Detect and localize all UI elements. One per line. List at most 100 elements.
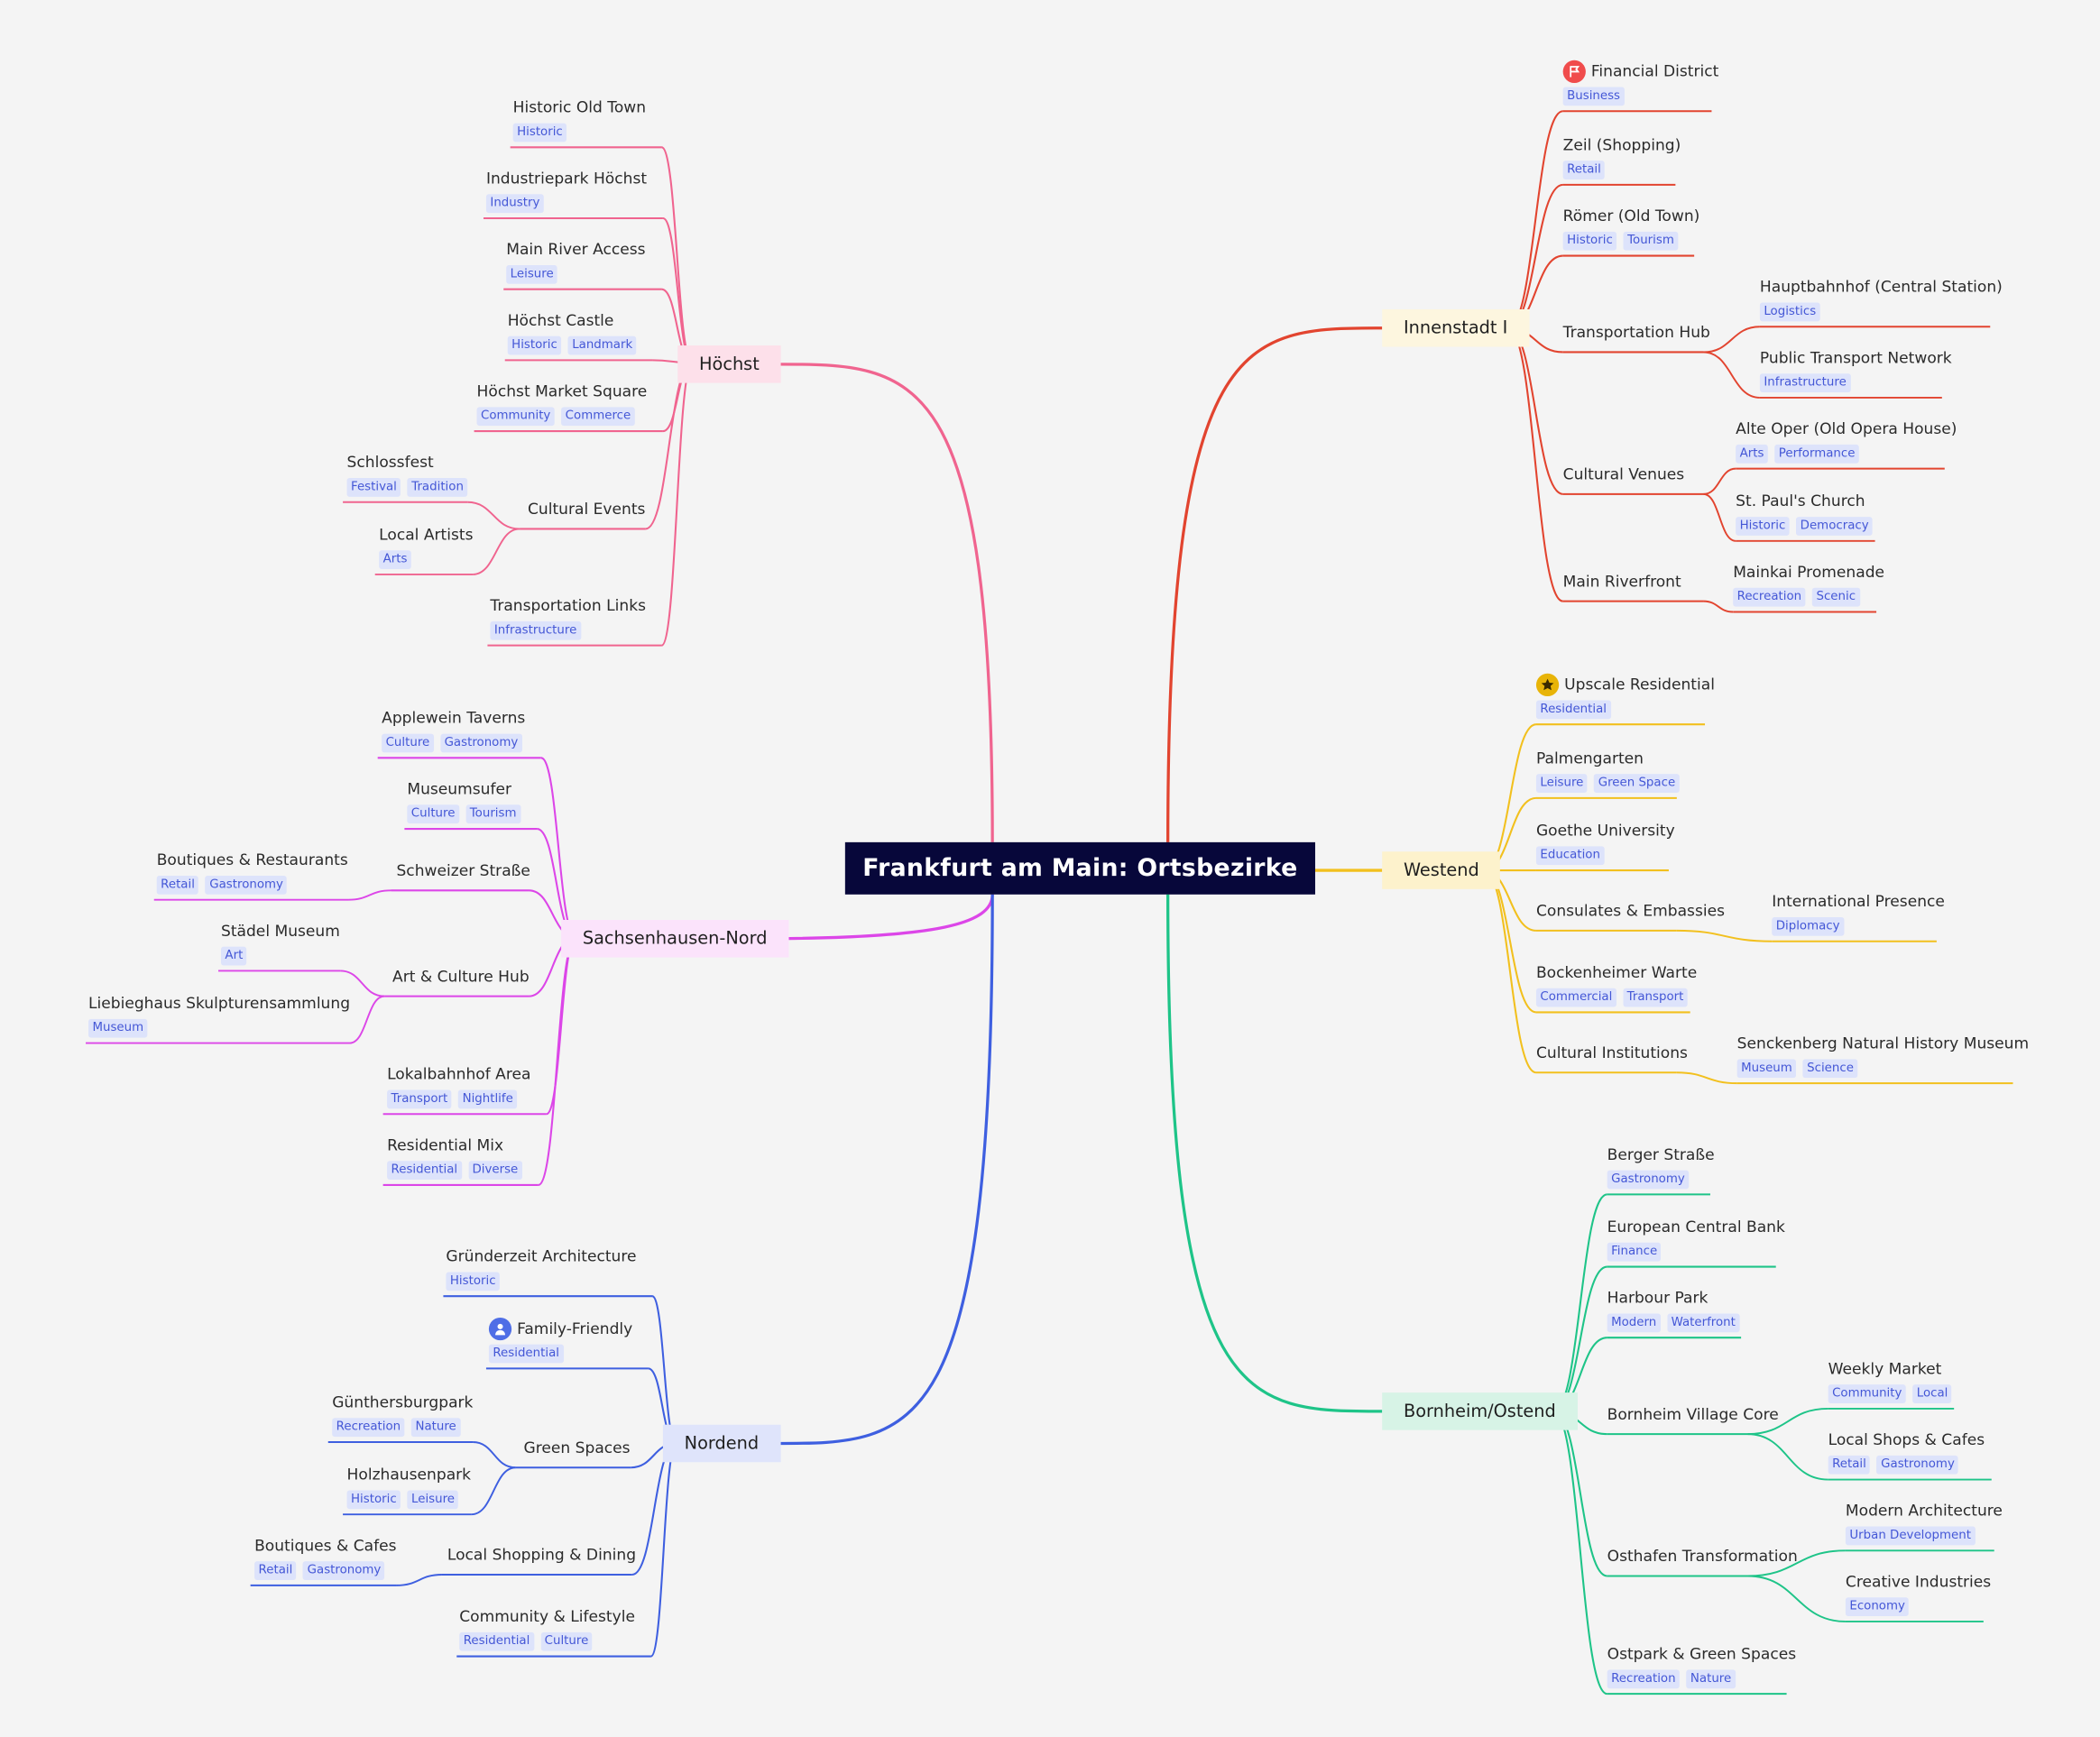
group-node-shopping[interactable]: Local Shopping & Dining bbox=[447, 1545, 637, 1565]
tag-list: Infrastructure bbox=[490, 620, 646, 640]
branch-node-sachsenhausen[interactable]: Sachsenhausen-Nord bbox=[561, 919, 789, 958]
group-node-riverfront[interactable]: Main Riverfront bbox=[1562, 571, 1681, 591]
leaf-label: Harbour Park bbox=[1607, 1288, 1709, 1308]
tag-badge: Retail bbox=[1562, 161, 1606, 179]
tag-list: Arts bbox=[379, 550, 473, 569]
tag-badge: Community bbox=[476, 407, 555, 427]
tag-badge: Commercial bbox=[1535, 988, 1616, 1007]
leaf-node-zeil[interactable]: Zeil (Shopping)Retail bbox=[1562, 133, 1681, 179]
leaf-label: Holzhausenpark bbox=[346, 1465, 472, 1484]
person-icon bbox=[488, 1317, 512, 1340]
group-node-consulates[interactable]: Consulates & Embassies bbox=[1535, 901, 1725, 920]
branch-node-westend[interactable]: Westend bbox=[1382, 851, 1501, 889]
group-node-green[interactable]: Green Spaces bbox=[523, 1438, 631, 1457]
tag-badge: Historic bbox=[1562, 231, 1617, 251]
leaf-label: Historic Old Town bbox=[512, 97, 647, 117]
connector-line bbox=[1703, 492, 1736, 542]
group-node-venues[interactable]: Cultural Venues bbox=[1562, 464, 1685, 483]
group-node-village[interactable]: Bornheim Village Core bbox=[1607, 1404, 1779, 1424]
tag-badge: Historic bbox=[346, 1490, 401, 1510]
group-node-schweizer[interactable]: Schweizer Straße bbox=[396, 860, 530, 880]
branch-node-nordend[interactable]: Nordend bbox=[662, 1424, 780, 1463]
group-node-osthafen[interactable]: Osthafen Transformation bbox=[1607, 1546, 1798, 1566]
leaf-label: Creative Industries bbox=[1845, 1572, 1992, 1591]
connector-line bbox=[1747, 1549, 1846, 1577]
connector-line bbox=[1703, 600, 1734, 613]
connector-line bbox=[1166, 326, 1383, 842]
leaf-label: Römer (Old Town) bbox=[1562, 206, 1700, 225]
connector-line bbox=[1703, 326, 1760, 354]
branch-node-hoechst[interactable]: Höchst bbox=[677, 345, 781, 383]
tag-badge: Tourism bbox=[465, 804, 520, 824]
leaf-label: Local Shops & Cafes bbox=[1828, 1429, 1985, 1449]
tag-badge: Performance bbox=[1774, 444, 1859, 464]
connector-line bbox=[1703, 467, 1736, 495]
root-node-title[interactable]: Frankfurt am Main: Ortsbezirke bbox=[844, 841, 1315, 895]
branch-node-innenstadt[interactable]: Innenstadt I bbox=[1382, 308, 1530, 347]
branch-node-bornheim[interactable]: Bornheim/Ostend bbox=[1382, 1392, 1578, 1430]
leaf-label: Public Transport Network bbox=[1759, 348, 1952, 367]
leaf-node-hbf[interactable]: Hauptbahnhof (Central Station)Logistics bbox=[1759, 276, 2003, 322]
group-node-institutions[interactable]: Cultural Institutions bbox=[1535, 1043, 1688, 1062]
connector-line bbox=[473, 528, 520, 575]
leaf-label: Goethe University bbox=[1535, 821, 1675, 840]
tag-badge: Festival bbox=[346, 478, 401, 497]
group-node-events[interactable]: Cultural Events bbox=[527, 499, 646, 519]
group-node-transport-hub[interactable]: Transportation Hub bbox=[1562, 322, 1710, 342]
tag-badge: Economy bbox=[1845, 1597, 1910, 1617]
connector-line bbox=[777, 894, 994, 941]
connector-line bbox=[777, 363, 994, 842]
group-node-art-hub[interactable]: Art & Culture Hub bbox=[392, 966, 530, 986]
leaf-label: Upscale Residential bbox=[1564, 675, 1715, 694]
